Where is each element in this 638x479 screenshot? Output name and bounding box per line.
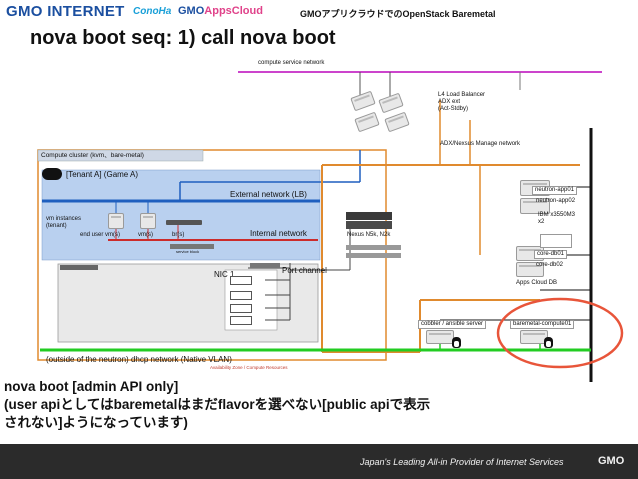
ibm-label-line-2: x2 <box>538 219 545 226</box>
end-user-vm-label: end user vm(s) <box>80 232 121 238</box>
caption-line-3: されない]ようになっています) <box>4 415 188 430</box>
external-network-label: External network (LB) <box>230 190 307 199</box>
gmo-internet-logo: GMO INTERNET <box>6 3 125 20</box>
port-channel-label: Port channel <box>282 266 327 275</box>
lb-label-line-3: (Act-Stdby) <box>438 106 469 113</box>
nic-port-4 <box>230 316 252 325</box>
baremetal-linux-icon <box>544 337 553 348</box>
baremetal-region <box>57 263 319 343</box>
footer-bar: Japan's Leading All-in Provider of Inter… <box>0 444 638 479</box>
footer-logo: GMO <box>598 455 625 467</box>
vm-instances-label: vm instances (tenant) <box>46 216 81 230</box>
baremetal-rack-header <box>60 265 98 270</box>
core-db02-label: core-db02 <box>536 262 564 268</box>
nic-label: NIC 1 <box>214 270 235 279</box>
br-s-label: br(s) <box>172 232 185 238</box>
lb-label-line-1: L4 Load Balancer <box>438 92 486 98</box>
db-note-box <box>540 234 572 248</box>
availability-zone-label: Availability Zone / Compute Resources <box>210 365 288 370</box>
lb-label: L4 Load Balancer ADX ext (Act-Stdby) <box>438 92 485 114</box>
ibm-label-line-1: IBM x3550M3 <box>538 212 576 218</box>
internal-network-label: Internal network <box>250 229 307 238</box>
conoha-logo: ConoHa <box>133 6 172 17</box>
baremetal-compute01-label: baremetal-compute01 <box>510 320 575 330</box>
header-title: GMOアプリクラウドでのOpenStack Baremetal <box>300 9 496 19</box>
gmo-appscloud-apps: AppsCloud <box>204 5 263 17</box>
footer-tagline: Japan's Leading All-in Provider of Inter… <box>360 457 564 467</box>
bridge-icon <box>166 220 202 225</box>
ibm-label: IBM x3550M3 x2 <box>538 212 575 226</box>
nic-port-2 <box>230 291 252 300</box>
gmo-appscloud-gmo: GMO <box>178 5 205 17</box>
nic-port-1 <box>230 276 252 285</box>
cobbler-server <box>426 330 454 344</box>
neutron-app01-label: neutron-app01 <box>532 186 578 196</box>
nexus-switch-1 <box>346 212 392 220</box>
lb-label-line-2: ADX ext <box>438 99 461 106</box>
tenant-label: [Tenant A] (Game A) <box>66 170 139 179</box>
neutron-server-2 <box>520 198 550 214</box>
nexus-switch-2 <box>346 221 392 229</box>
compute-cluster-label: Compute cluster (kvm、bare-metal) <box>41 152 144 159</box>
nexus-fex-2 <box>346 253 401 258</box>
service-block-rack <box>170 244 214 249</box>
nexus-fex-1 <box>346 245 401 250</box>
compute-service-network-label: compute service network <box>258 60 325 66</box>
neutron-app02-label: neutron-app02 <box>536 198 576 204</box>
adx-nexsus-manage-network-label: ADX/Nexsus Manage network <box>440 141 521 147</box>
nexus-label: Nexus N5k, N2k <box>347 232 391 238</box>
vm-instances-line-1: vm instances <box>46 216 82 222</box>
vm-server <box>140 213 156 229</box>
caption-line-2: (user apiとしてはbaremetalはまだflavorを選べない[pub… <box>4 397 431 412</box>
baremetal-server <box>520 330 548 344</box>
apps-cloud-db-label: Apps Cloud DB <box>516 280 558 286</box>
highlight-ellipse <box>496 297 624 369</box>
gmo-appscloud-logo: GMOAppsCloud <box>178 5 263 17</box>
core-db01-label: core-db01 <box>534 250 568 260</box>
nic-port-3 <box>230 304 252 313</box>
cloud-icon <box>42 168 62 180</box>
vm-s-label: vm(s) <box>138 232 153 238</box>
nic-rack <box>250 263 280 268</box>
vm-instances-line-2: (tenant) <box>46 223 67 230</box>
cobbler-linux-icon <box>452 337 461 348</box>
db-server-2 <box>516 262 544 277</box>
end-user-vm-server <box>108 213 124 229</box>
caption-line-1: nova boot [admin API only] <box>4 379 179 394</box>
header-bar: GMO INTERNET ConoHa GMOAppsCloud GMOアプリク… <box>0 0 638 22</box>
service-block-label: service block <box>176 249 200 254</box>
dhcp-network-label: (outside of the neutron) dhcp network (N… <box>46 355 232 364</box>
slide-title: nova boot seq: 1) call nova boot <box>30 27 336 49</box>
cobbler-label: cobbler / ansible server <box>418 320 487 330</box>
